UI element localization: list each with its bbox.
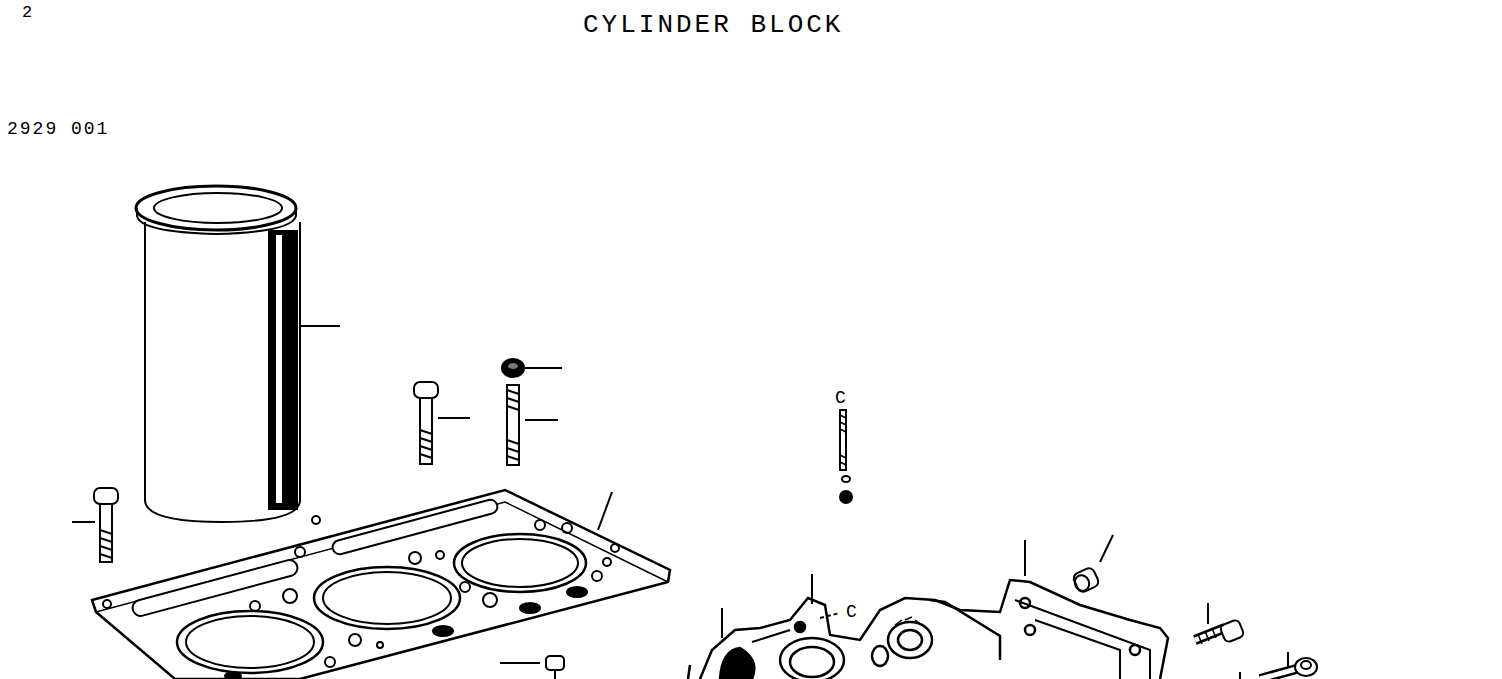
bolt [94,488,118,562]
plug [546,656,564,679]
cylinder-block [688,580,1168,679]
stud-and-nut [502,359,524,465]
stud [840,410,852,503]
figure-number: 2929 001 [7,120,109,138]
bolt [414,382,438,464]
diagram-title: CYLINDER BLOCK [583,12,843,38]
cap [1072,566,1100,593]
head-gasket [92,490,670,679]
cylinder-liner [136,186,300,522]
bolt [1195,619,1245,644]
callout-letter: C [846,603,857,621]
page-number: 2 [22,4,32,21]
callout-letter: C [835,389,846,407]
